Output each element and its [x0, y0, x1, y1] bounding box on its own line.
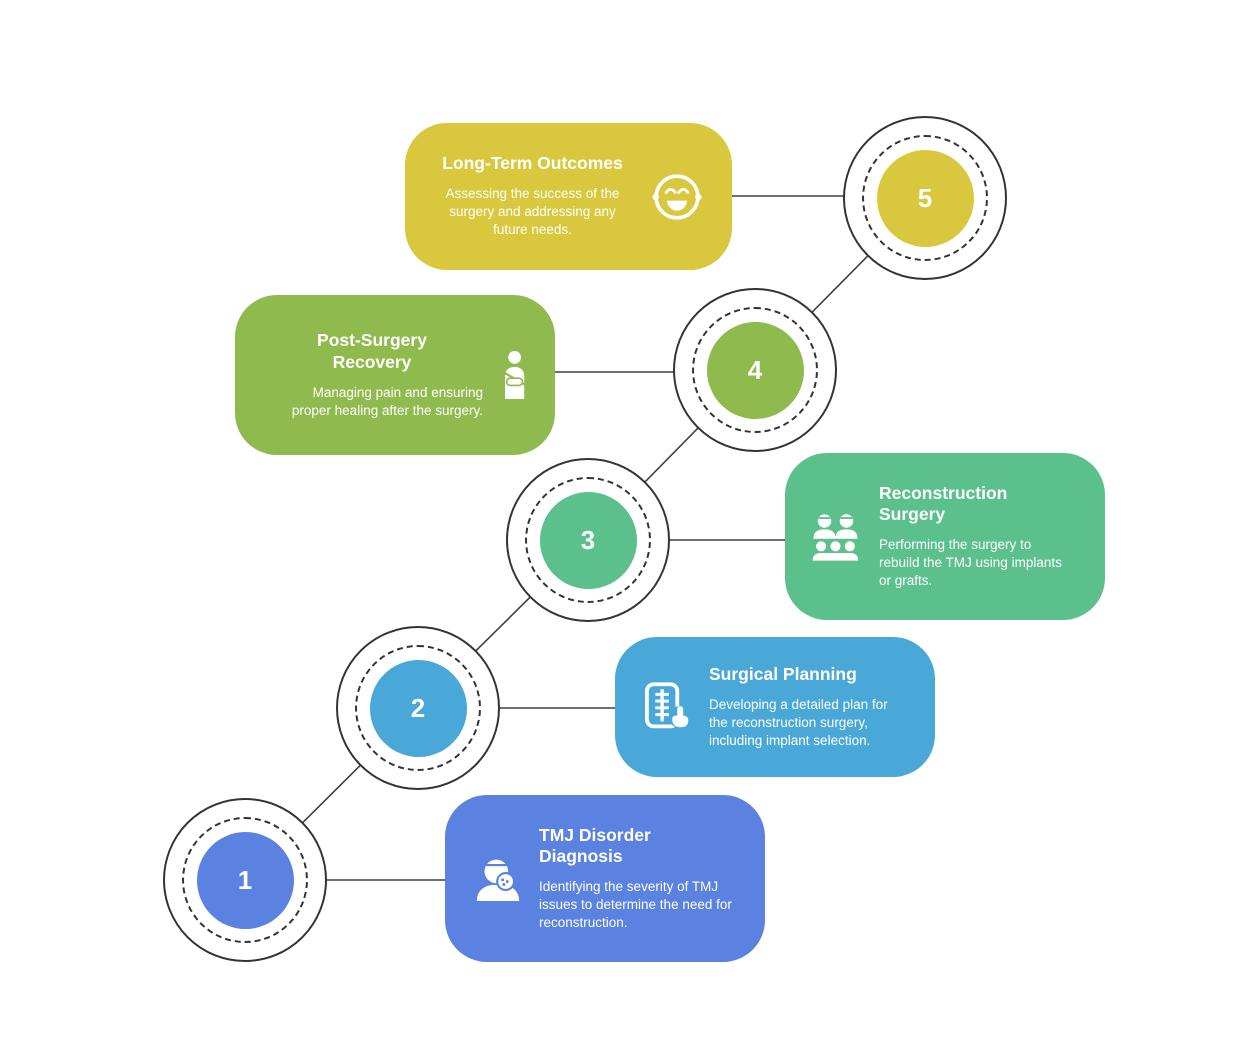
- step-5-card: Long-Term Outcomes Assessing the success…: [405, 123, 732, 270]
- step-5-dashed-ring: 5: [862, 135, 988, 261]
- step-4-dashed-ring: 4: [692, 307, 818, 433]
- arm-sling-icon: [497, 349, 529, 401]
- step-1-description: Identifying the severity of TMJ issues t…: [539, 879, 732, 931]
- smiling-face-icon: [648, 168, 706, 226]
- step-3-card: Reconstruction Surgery Performing the su…: [785, 453, 1105, 620]
- step-2-node: 2: [336, 626, 500, 790]
- doctor-mask-icon: [471, 852, 525, 906]
- step-2-title: Surgical Planning: [709, 663, 857, 684]
- step-4-number: 4: [706, 321, 804, 419]
- step-2-card: Surgical Planning Developing a detailed …: [615, 637, 935, 777]
- step-4-card: Post-Surgery Recovery Managing pain and …: [235, 295, 555, 455]
- step-5-node: 5: [843, 116, 1007, 280]
- spine-scan-icon: [641, 680, 695, 734]
- step-5-number: 5: [876, 149, 974, 247]
- step-3-node: 3: [506, 458, 670, 622]
- step-3-dashed-ring: 3: [525, 477, 651, 603]
- step-4-description: Managing pain and ensuring proper healin…: [291, 384, 483, 418]
- surgical-team-icon: [811, 510, 865, 564]
- step-3-number: 3: [539, 491, 637, 589]
- step-5-description: Assessing the success of the surgery and…: [445, 186, 620, 238]
- step-4-title: Post-Surgery Recovery: [317, 330, 427, 372]
- step-3-description: Performing the surgery to rebuild the TM…: [879, 537, 1062, 589]
- step-1-node: 1: [163, 798, 327, 962]
- step-2-description: Developing a detailed plan for the recon…: [709, 696, 888, 748]
- step-2-dashed-ring: 2: [355, 645, 481, 771]
- step-5-title: Long-Term Outcomes: [442, 153, 623, 174]
- step-1-number: 1: [196, 831, 294, 929]
- step-3-title: Reconstruction Surgery: [879, 482, 1008, 525]
- step-1-title: TMJ Disorder Diagnosis: [539, 824, 651, 867]
- step-1-card: TMJ Disorder Diagnosis Identifying the s…: [445, 795, 765, 962]
- step-1-dashed-ring: 1: [182, 817, 308, 943]
- step-2-number: 2: [369, 659, 467, 757]
- step-4-node: 4: [673, 288, 837, 452]
